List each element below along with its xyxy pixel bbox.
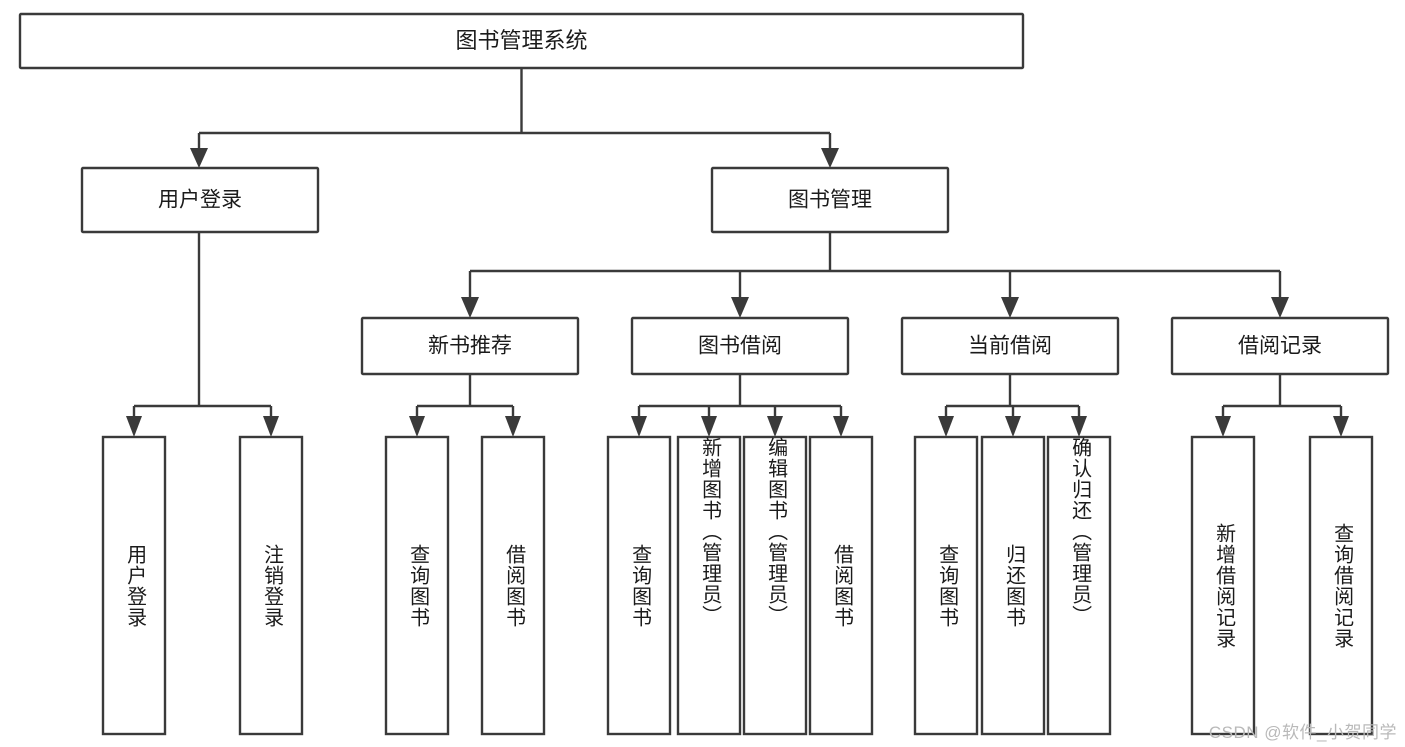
arrow-to-leaf-borrow-book-1 <box>505 416 521 437</box>
arrow-to-leaf-borrow-book-2 <box>833 416 849 437</box>
leaf-box-confirm-return[interactable] <box>1046 435 1112 736</box>
book-borrow-box[interactable] <box>630 316 850 376</box>
arrow-to-user-login <box>190 148 208 168</box>
arrow-to-new-book-rec <box>461 297 479 318</box>
node-root[interactable]: 图书管理系统 <box>18 12 1025 70</box>
book-borrow-label: 图书借阅 <box>698 335 782 358</box>
arrow-to-leaf-user-logout <box>263 416 279 437</box>
leaf-box-add-record[interactable] <box>1190 435 1256 736</box>
arrow-to-leaf-user-login <box>126 416 142 437</box>
arrow-to-leaf-query-book-1 <box>409 416 425 437</box>
new-book-rec-box[interactable] <box>360 316 580 376</box>
arrow-to-leaf-query-record <box>1333 416 1349 437</box>
leaf-box-borrow-book-2[interactable] <box>808 435 874 736</box>
arrow-to-book-manage <box>821 148 839 168</box>
leaf-box-borrow-book-1[interactable] <box>480 435 546 736</box>
borrow-record-label: 借阅记录 <box>1238 335 1322 358</box>
arrow-to-leaf-confirm-return <box>1071 416 1087 437</box>
node-user-login[interactable]: 用户登录 <box>80 166 320 234</box>
leaf-box-query-book-3[interactable] <box>913 435 979 736</box>
arrow-to-leaf-add-record <box>1215 416 1231 437</box>
connector-layer <box>126 68 1349 437</box>
leaf-box-query-record[interactable] <box>1308 435 1374 736</box>
node-borrow-record[interactable]: 借阅记录 <box>1170 316 1390 376</box>
root-label: 图书管理系统 <box>455 28 587 53</box>
node-new-book-rec[interactable]: 新书推荐 <box>360 316 580 376</box>
user-login-box[interactable] <box>80 166 320 234</box>
node-book-borrow[interactable]: 图书借阅 <box>630 316 850 376</box>
leaf-box-layer <box>101 435 1374 736</box>
borrow-record-box[interactable] <box>1170 316 1390 376</box>
new-book-rec-label: 新书推荐 <box>428 335 512 358</box>
leaf-box-add-book[interactable] <box>676 435 742 736</box>
leaf-box-edit-book[interactable] <box>742 435 808 736</box>
arrow-to-current-borrow <box>1001 297 1019 318</box>
leaf-box-return-book[interactable] <box>980 435 1046 736</box>
book-manage-box[interactable] <box>710 166 950 234</box>
arrow-to-leaf-edit-book <box>767 416 783 437</box>
node-book-manage[interactable]: 图书管理 <box>710 166 950 234</box>
current-borrow-box[interactable] <box>900 316 1120 376</box>
book-manage-label: 图书管理 <box>788 189 872 212</box>
leaf-box-query-book-1[interactable] <box>384 435 450 736</box>
node-current-borrow[interactable]: 当前借阅 <box>900 316 1120 376</box>
current-borrow-label: 当前借阅 <box>968 335 1052 358</box>
root-box[interactable] <box>18 12 1025 70</box>
arrow-to-leaf-add-book <box>701 416 717 437</box>
leaf-box-user-logout[interactable] <box>238 435 304 736</box>
arrow-to-leaf-query-book-3 <box>938 416 954 437</box>
arrow-to-borrow-record <box>1271 297 1289 318</box>
user-login-label: 用户登录 <box>158 189 242 212</box>
arrow-to-book-borrow <box>731 297 749 318</box>
leaf-box-user-login[interactable] <box>101 435 167 736</box>
arrow-to-leaf-query-book-2 <box>631 416 647 437</box>
leaf-box-query-book-2[interactable] <box>606 435 672 736</box>
arrow-to-leaf-return-book <box>1005 416 1021 437</box>
